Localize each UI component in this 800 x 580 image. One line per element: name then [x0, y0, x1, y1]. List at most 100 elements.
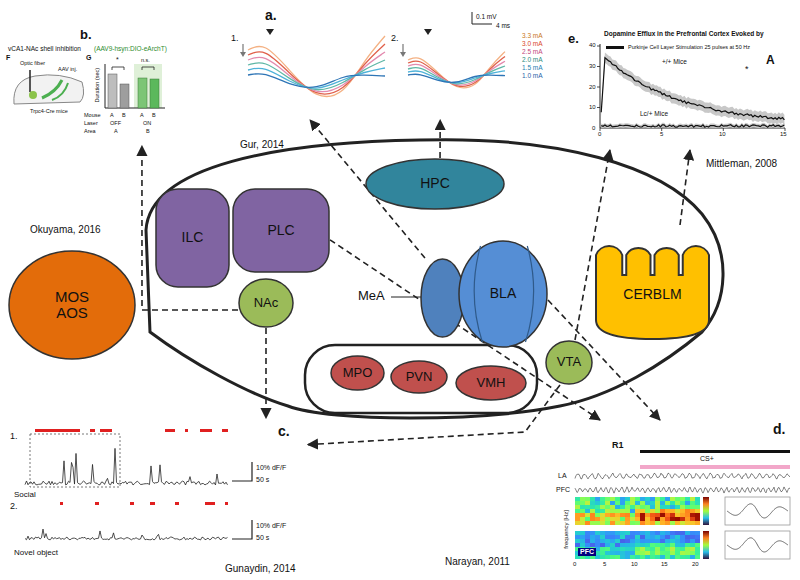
legend-value: 1.5 mA: [522, 64, 543, 71]
panel-d-figure: [703, 531, 709, 559]
panel-e-figure: [600, 128, 785, 131]
spectrogram-cell: [645, 555, 650, 559]
tick-label: 10: [631, 561, 638, 568]
panel-b-figure: [112, 67, 124, 70]
scale-label: 50 s: [256, 534, 269, 542]
spectrogram-cell: [610, 517, 615, 521]
spectrogram-cell: [635, 505, 640, 509]
spectrogram-cell: [635, 497, 640, 501]
condition-label: Social: [14, 490, 36, 499]
spectrogram-cell: [620, 535, 625, 539]
spectrogram-cell: [680, 509, 685, 513]
spectrogram-cell: [595, 535, 600, 539]
panel-c-figure: [100, 429, 112, 432]
spectrogram-cell: [615, 543, 620, 547]
spectrogram-cell: [695, 539, 700, 543]
region-fill: [596, 246, 709, 339]
significance-mark: *: [745, 64, 749, 74]
panel-d-figure: [703, 497, 709, 525]
spectrogram-cell: [600, 521, 605, 525]
spectrogram-cell: [640, 539, 645, 543]
lobe-boundary: [474, 246, 533, 342]
spectrogram-cell: [625, 513, 630, 517]
signal-label: PFC: [578, 548, 596, 556]
spectrogram-cell: [685, 551, 690, 555]
spectrogram-cell: [680, 543, 685, 547]
spectrogram-cell: [610, 551, 615, 555]
dashed-arrow: [142, 146, 238, 310]
spectrogram-cell: [600, 555, 605, 559]
spectrogram-cell: [640, 509, 645, 513]
spectrogram-cell: [580, 501, 585, 505]
spectrogram-cell: [640, 505, 645, 509]
panel-letter: e.: [568, 32, 579, 46]
tick-label: 5: [603, 561, 606, 568]
spectrogram-cell: [585, 509, 590, 513]
spectrogram-cell: [655, 551, 660, 555]
spectrogram-cell: [620, 513, 625, 517]
spectrogram-cell: [605, 535, 610, 539]
spectrogram-cell: [675, 531, 680, 535]
spectrogram-cell: [630, 535, 635, 539]
panel-d-figure: [725, 531, 790, 559]
panel-d-figure: [640, 450, 790, 453]
figure-label: AAV inj.: [58, 66, 77, 72]
region-shape: [590, 225, 715, 345]
panel-title: vCA1-NAc shell inhibition: [8, 45, 81, 52]
spectrogram-cell: [670, 497, 675, 501]
spectrogram-cell: [575, 543, 580, 547]
panel-c-figure: [232, 462, 252, 481]
spectrogram-cell: [650, 501, 655, 505]
spectrogram-cell: [655, 509, 660, 513]
spectrogram-cell: [695, 497, 700, 501]
spectrogram-cell: [640, 501, 645, 505]
spectrogram-cell: [615, 539, 620, 543]
spectrogram-cell: [650, 547, 655, 551]
condition-label: B: [122, 112, 126, 118]
spectrogram-cell: [685, 547, 690, 551]
spectrogram-cell: [670, 539, 675, 543]
spectrogram-cell: [670, 543, 675, 547]
condition-label: A: [114, 128, 118, 134]
spectrogram-cell: [660, 513, 665, 517]
spectrogram-cell: [695, 547, 700, 551]
spectrogram-cell: [675, 517, 680, 521]
panel-letter: a.: [265, 8, 277, 23]
figure-label: Optic fiber: [20, 60, 45, 66]
spectrogram-cell: [630, 539, 635, 543]
spectrogram-cell: [690, 521, 695, 525]
spectrogram-cell: [590, 521, 595, 525]
panel-c-figure: [175, 502, 179, 505]
spectrogram-cell: [585, 543, 590, 547]
spectrogram-cell: [685, 497, 690, 501]
brain-region: MPO: [330, 355, 385, 391]
spectrogram-cell: [625, 551, 630, 555]
trace-number: 2.: [10, 502, 18, 512]
spectrogram-cell: [605, 555, 610, 559]
spectrogram-cell: [675, 539, 680, 543]
panel-e-figure: [597, 46, 600, 108]
brain-region: NAc: [238, 278, 294, 328]
spectrogram-cell: [650, 543, 655, 547]
panel-letter: c.: [278, 424, 290, 439]
evoked-potential-trace: [408, 66, 505, 84]
panel-c-figure: [232, 520, 252, 539]
scale-label: 4 ms: [496, 22, 510, 29]
spectrogram-cell: [685, 521, 690, 525]
spectrogram-cell: [630, 551, 635, 555]
spectrogram-cell: [635, 539, 640, 543]
spectrogram-cell: [590, 535, 595, 539]
spectrogram-cell: [635, 551, 640, 555]
region-label: ILC: [182, 230, 204, 245]
spectrogram-cell: [655, 531, 660, 535]
spectrogram-cell: [620, 551, 625, 555]
legend-value: 3.3 mA: [522, 32, 543, 39]
scale-label: 10% dF/F: [256, 464, 286, 472]
spectrogram-cell: [690, 547, 695, 551]
spectrogram-cell: [620, 501, 625, 505]
scale-label: 10% dF/F: [256, 522, 286, 530]
scale-label: 50 s: [256, 476, 269, 484]
spectrogram-cell: [690, 555, 695, 559]
spectrogram-cell: [600, 547, 605, 551]
spectrogram-cell: [580, 509, 585, 513]
